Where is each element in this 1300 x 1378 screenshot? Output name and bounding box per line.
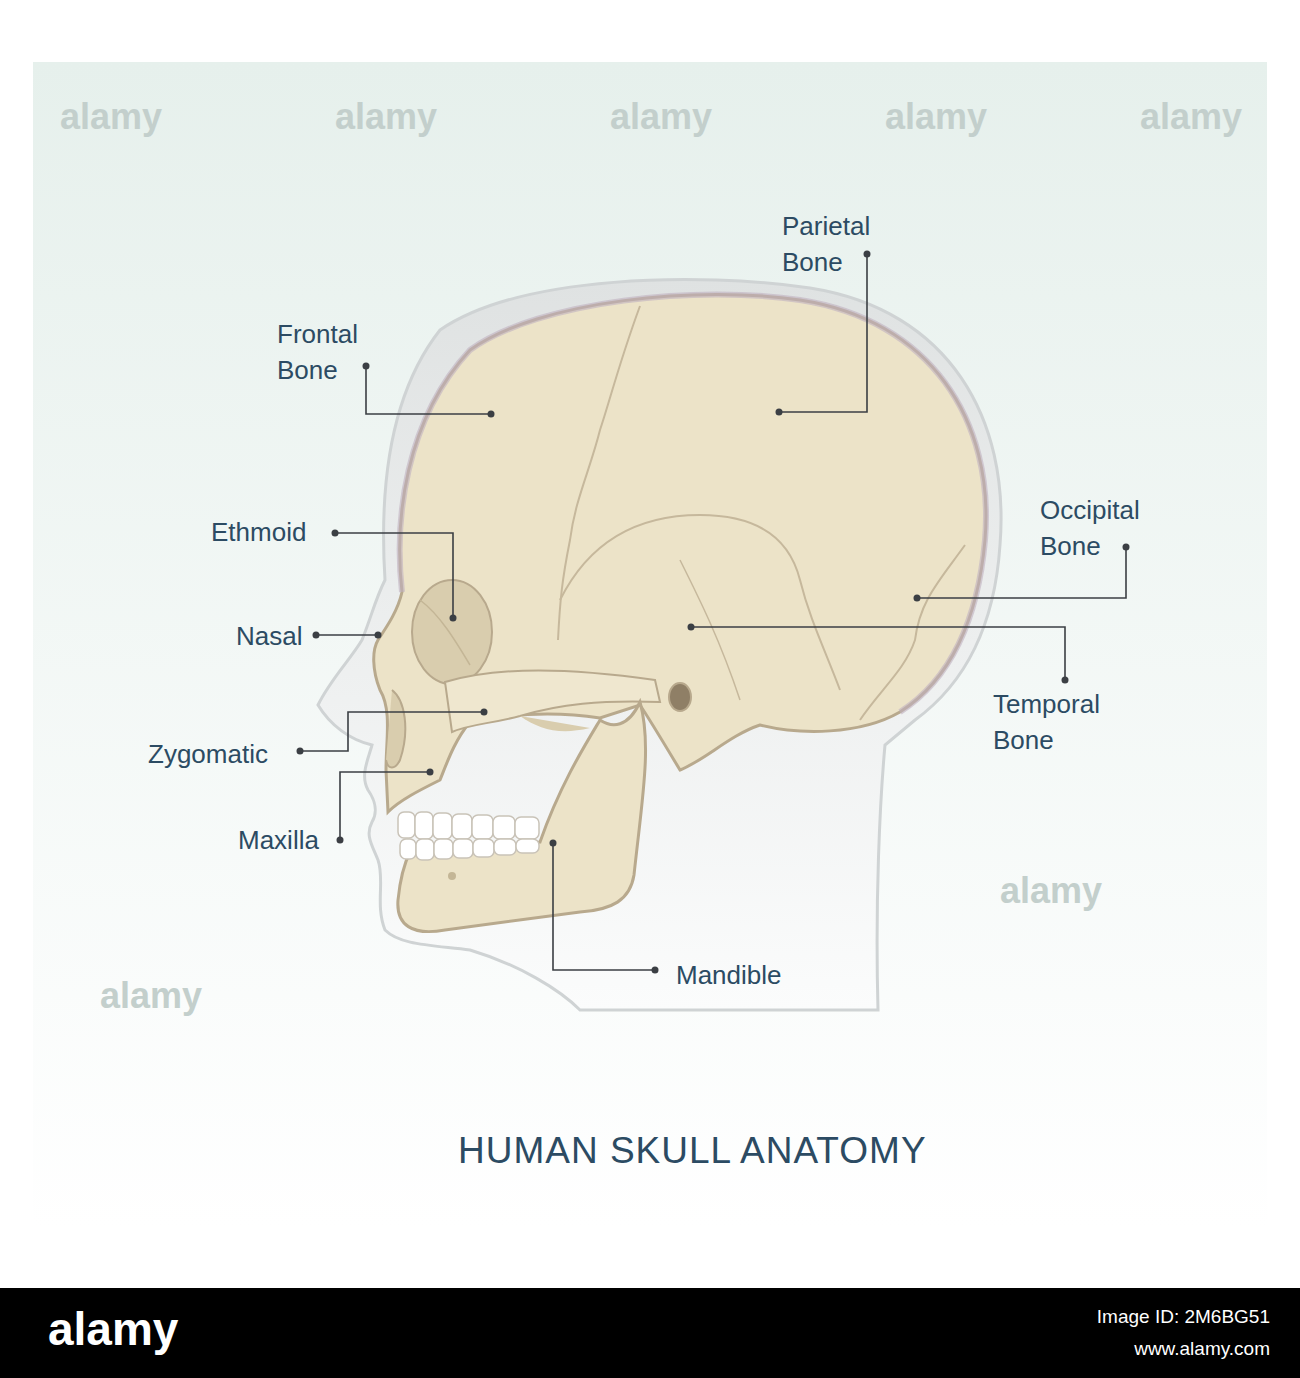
temporal-suture — [680, 560, 740, 700]
part-label: Temporal Bone — [993, 686, 1100, 759]
head-silhouette — [318, 280, 1001, 1010]
leader-dots — [297, 251, 1130, 974]
cranium — [374, 294, 986, 812]
orbit-suture — [420, 600, 470, 665]
temporal-fossa — [520, 716, 590, 731]
part-label: Parietal Bone — [782, 208, 870, 281]
page-ground — [0, 0, 1300, 1288]
part-label: Maxilla — [238, 822, 319, 858]
leader-lines — [300, 254, 1126, 970]
cranium-rim — [400, 294, 986, 712]
watermark: alamy — [610, 96, 712, 138]
part-label: Ethmoid — [211, 514, 306, 550]
part-label: Occipital Bone — [1040, 492, 1140, 565]
footer-bar — [0, 1288, 1300, 1378]
part-label: Nasal — [236, 618, 302, 654]
watermark: alamy — [60, 96, 162, 138]
mental-foramen — [448, 872, 456, 880]
watermark: alamy — [885, 96, 987, 138]
site-url: www.alamy.com — [1134, 1338, 1270, 1360]
teeth — [398, 812, 539, 860]
diagram-title: HUMAN SKULL ANATOMY — [458, 1130, 927, 1172]
image-id: Image ID: 2M6BG51 — [1097, 1306, 1270, 1328]
watermark: alamy — [1140, 96, 1242, 138]
watermark: alamy — [1000, 870, 1102, 912]
ear-canal — [669, 683, 691, 711]
part-label: Frontal Bone — [277, 316, 358, 389]
mandible — [398, 702, 646, 932]
lambdoid-suture — [860, 545, 965, 720]
brand-logo: alamy — [48, 1302, 178, 1356]
coronal-suture — [558, 306, 640, 640]
nasal-aperture — [386, 690, 405, 768]
part-label: Mandible — [676, 957, 782, 993]
orbit — [412, 580, 492, 684]
watermark: alamy — [100, 975, 202, 1017]
watermark: alamy — [335, 96, 437, 138]
panel-ground — [33, 62, 1267, 1228]
part-label: Zygomatic — [148, 736, 268, 772]
